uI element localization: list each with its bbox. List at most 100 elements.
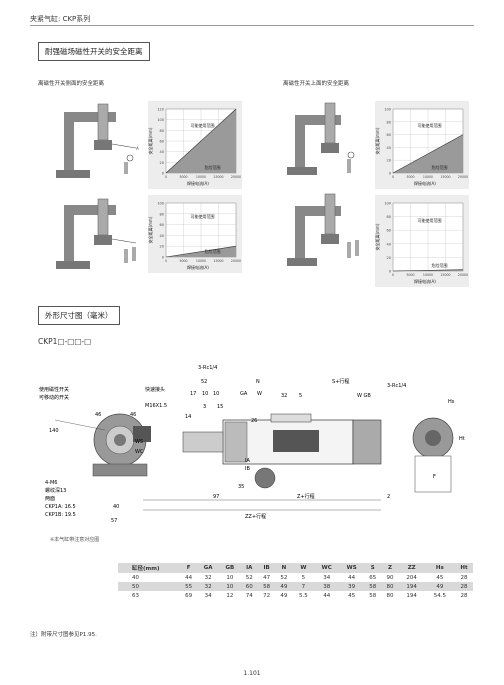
label-ia: IA <box>245 458 250 464</box>
table-cell: 58 <box>369 592 377 599</box>
y-tick-label: 20 <box>160 245 164 249</box>
table-cell: 69 <box>185 592 193 599</box>
table-cell: 28 <box>460 592 468 599</box>
x-axis-label: 焊接电流(A) <box>414 278 436 284</box>
y-tick-label: 40 <box>387 146 391 150</box>
region-danger-label: 危险范围 <box>205 248 221 254</box>
table-cell: 38 <box>323 583 331 590</box>
label-dim10b: 10 <box>213 391 219 397</box>
model-code: CKP1□-□□-□ <box>38 337 92 346</box>
boundary-line <box>165 245 237 258</box>
x-tick-label: 5000 <box>406 273 414 277</box>
label-s-stroke: S+行程 <box>332 378 349 385</box>
clamp-illustration-side-1: A <box>56 103 139 178</box>
table-cell: 58 <box>369 583 377 590</box>
x-tick-label: 10000 <box>196 259 206 263</box>
label-hs: Hs <box>448 399 455 405</box>
label-m6b: 螺纹深13 <box>45 487 66 494</box>
table-cell: 10 <box>226 583 234 590</box>
spec-table: 缸径(mm) F GA GB IA IB N W WC WS S Z ZZ Hs… <box>118 563 473 600</box>
x-tick-label: 5000 <box>179 259 187 263</box>
region-danger-label: 危险范围 <box>205 164 221 170</box>
table-cell: 90 <box>386 574 394 581</box>
x-tick-label: 20000 <box>458 175 468 179</box>
region-usable-label: 可能使用范围 <box>191 213 215 219</box>
col-header: ZZ <box>407 565 416 571</box>
label-dim46b: 46 <box>130 412 136 418</box>
y-tick-label: 80 <box>387 215 391 219</box>
table-cell: 47 <box>263 574 271 581</box>
label-port2: 3-Rc1/4 <box>387 383 406 389</box>
label-dim140: 140 <box>49 428 59 434</box>
table-cell: 50 <box>132 583 139 590</box>
region-danger-label: 危险范围 <box>432 164 448 170</box>
col-header: WS <box>346 565 357 571</box>
y-axis-label: 安全距离(mm) <box>375 223 380 250</box>
label-f: F <box>433 474 436 480</box>
y-tick-label: 0 <box>162 256 164 260</box>
x-tick-label: 5000 <box>406 175 414 179</box>
label-dim26: 26 <box>251 418 257 424</box>
y-axis-label: 安全距离(mm) <box>148 127 153 154</box>
table-cell: 54.5 <box>433 592 446 599</box>
label-ckp1a: CKP1A: 16.5 <box>45 504 76 510</box>
x-tick-label: 15000 <box>213 175 223 179</box>
table-cell: 44 <box>323 592 331 599</box>
table-cell: 204 <box>406 574 417 581</box>
section-title-dimensions: 外形尺寸图（毫米） <box>38 306 120 325</box>
table-cell: 32 <box>204 583 212 590</box>
x-tick-label: 15000 <box>213 259 223 263</box>
y-axis-label: 安全距离(mm) <box>148 216 153 243</box>
x-axis-label: 焊接电流(A) <box>187 264 209 270</box>
label-note2: 可移动的开关 <box>39 394 69 401</box>
table-cell: 28 <box>460 583 468 590</box>
end-view-left <box>54 413 151 477</box>
label-note3: 快速接头 <box>145 386 165 393</box>
y-tick-label: 100 <box>384 202 391 206</box>
x-tick-label: 20000 <box>231 175 241 179</box>
x-axis-label: 焊接电流(A) <box>187 180 209 186</box>
boundary-line <box>165 108 237 174</box>
label-note1: 使用磁性开关 <box>39 386 69 393</box>
page-number: 1.101 <box>243 670 261 677</box>
label-dim14: 14 <box>185 414 191 420</box>
region-usable-label: 可能使用范围 <box>418 122 442 128</box>
caption-top-distance: 离磁性开关上面的安全距离 <box>283 81 350 87</box>
table-cell: 65 <box>369 574 377 581</box>
table-cell: 55 <box>185 583 193 590</box>
y-axis-label: 安全距离(mm) <box>375 127 380 154</box>
col-header: W <box>300 565 307 571</box>
y-tick-label: 100 <box>384 108 391 112</box>
boundary-line <box>392 134 464 174</box>
label-ga: GA <box>240 391 248 397</box>
label-dim3: 3 <box>203 404 206 410</box>
label-port1: 3-Rc1/4 <box>198 365 217 371</box>
table-cell: 5.5 <box>299 592 308 599</box>
table-cell: 80 <box>386 592 394 599</box>
table-cell: 34 <box>204 592 212 599</box>
table-cell: 49 <box>280 592 288 599</box>
y-tick-label: 80 <box>387 120 391 124</box>
y-tick-label: 80 <box>160 129 164 133</box>
table-cell: 60 <box>245 583 253 590</box>
y-tick-label: 40 <box>160 150 164 154</box>
table-cell: 72 <box>263 592 271 599</box>
region-usable-label: 可能使用范围 <box>418 217 442 223</box>
region-usable-label: 可能使用范围 <box>191 122 215 128</box>
x-tick-label: 20000 <box>458 273 468 277</box>
col-header: Hs <box>435 565 444 571</box>
col-header: IB <box>263 565 270 571</box>
table-cell: 45 <box>436 574 444 581</box>
y-tick-label: 120 <box>157 108 164 112</box>
section-title-safety-distance: 耐强磁场磁性开关的安全距离 <box>38 42 150 61</box>
x-tick-label: 0 <box>392 175 394 179</box>
x-tick-label: 0 <box>165 259 167 263</box>
header-divider <box>30 25 474 26</box>
table-cell: 74 <box>245 592 253 599</box>
label-dim46a: 46 <box>95 412 101 418</box>
